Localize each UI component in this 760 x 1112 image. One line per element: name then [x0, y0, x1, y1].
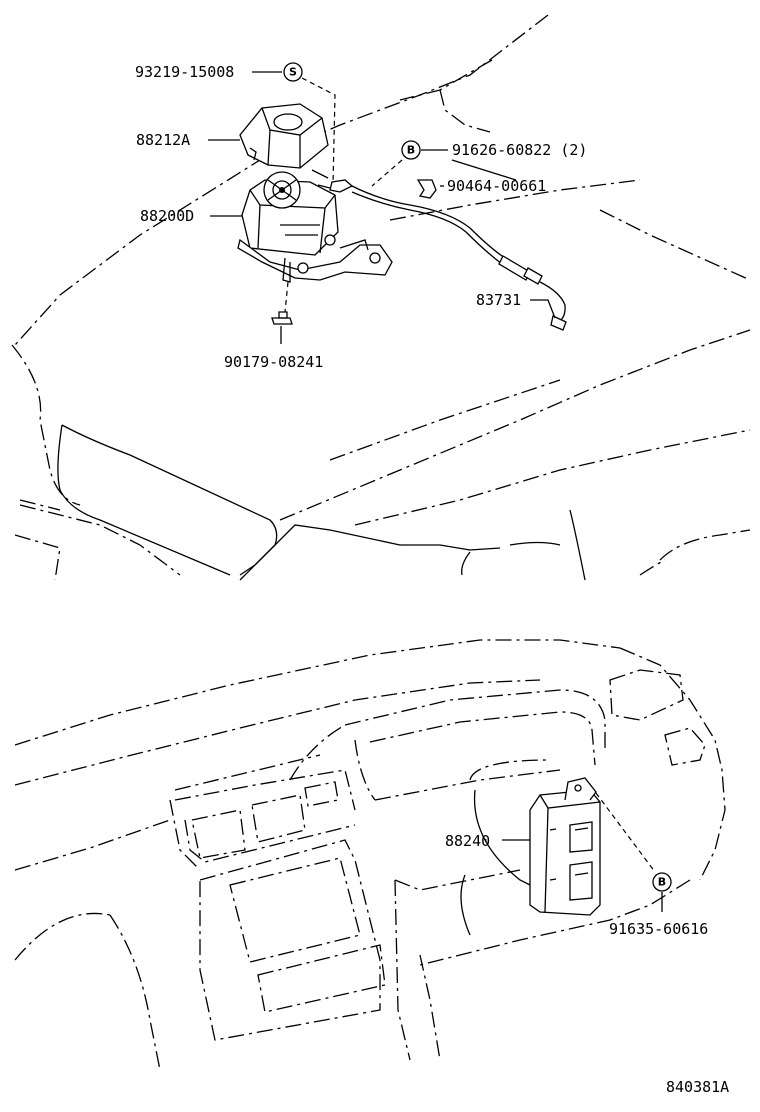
leader-lines [208, 71, 663, 912]
cruise-control-actuator [237, 171, 393, 283]
b-mark-top: B [401, 140, 421, 160]
diagram-reference: 840381A [666, 1078, 729, 1096]
circled-marks: S B B [283, 62, 672, 892]
label-88200d: 88200D [140, 207, 194, 225]
clamp-90464 [416, 179, 437, 199]
dashboard-outline [14, 639, 726, 1071]
label-90179-08241: 90179-08241 [224, 353, 323, 371]
b-mark-bottom: B [652, 872, 672, 892]
label-88240: 88240 [445, 832, 490, 850]
label-93219-15008: 93219-15008 [135, 63, 234, 81]
actuator-cover [239, 103, 329, 169]
label-91626-60822: 91626-60822 (2) [452, 141, 587, 159]
label-88212a: 88212A [136, 131, 190, 149]
svg-text:B: B [407, 144, 415, 157]
control-cable [317, 179, 567, 331]
body-outline-top [11, 14, 751, 581]
svg-text:S: S [289, 66, 297, 79]
label-90464-00661: 90464-00661 [447, 177, 546, 195]
screw-93219 [301, 77, 336, 186]
bolt-90179 [271, 281, 293, 325]
label-83731: 83731 [476, 291, 521, 309]
part-labels: 93219-15008 88212A 91626-60822 (2) 90464… [135, 63, 729, 1096]
svg-text:B: B [658, 876, 666, 889]
s-mark: S [283, 62, 303, 82]
label-91635-60616: 91635-60616 [609, 920, 708, 938]
cruise-control-ecu [529, 777, 601, 916]
